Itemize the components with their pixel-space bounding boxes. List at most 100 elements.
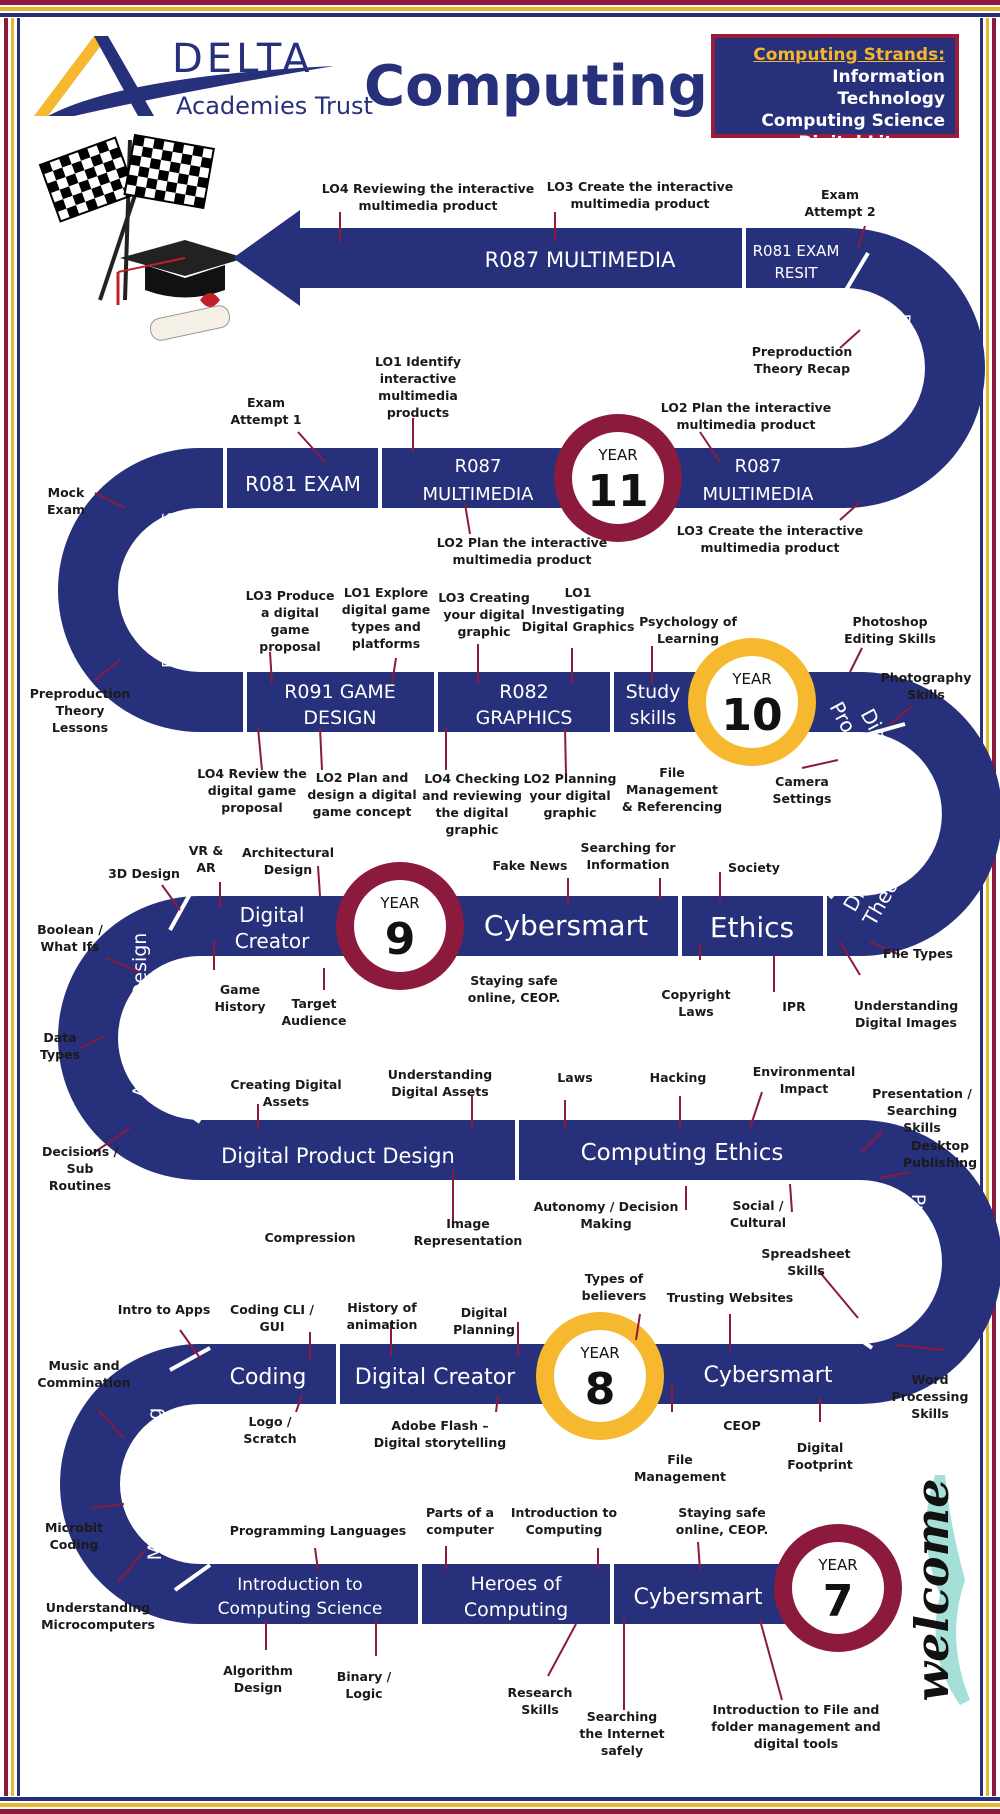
topic-label: Management [626,782,718,797]
topic-label: Mock [48,485,85,500]
topic-label: multimedia product [453,552,592,567]
year-10-badge: YEAR 10 [688,638,816,766]
segment-r087-a: R087 [455,456,502,477]
topic-label: Hacking [650,1070,707,1085]
strand-item: Information Technology [832,67,945,109]
segment-digital-product-design: Digital Product Design [221,1144,455,1168]
topic-label: Compression [264,1230,355,1245]
topic-label: LO3 Create the interactive [547,179,734,194]
frame-top-navy [0,13,1000,17]
topic-label: Digital Graphics [522,619,635,634]
topic-label: LO4 Checking [424,771,520,786]
topic-label: LO2 Planning [523,771,616,786]
topic-label: multimedia product [677,417,816,432]
topic-label: interactive [380,371,457,386]
topic-label: File [659,765,685,780]
topic-label: Digital Assets [391,1084,488,1099]
segment-heroes: Heroes of [471,1573,563,1595]
topic-label: Information [587,857,670,872]
topic-label: LO1 [565,585,592,600]
topic-label: Intro to Apps [118,1302,211,1317]
topic-label: Fake News [493,858,568,873]
topic-label: IPR [782,999,806,1014]
topic-label: Searching [887,1103,958,1118]
topic-label: LO2 Plan the interactive [437,535,608,550]
topic-label: LO1 Explore [344,585,428,600]
topic-label: Desktop [911,1138,969,1153]
segment-r081-exam: R081 EXAM [245,472,361,496]
topic-label: Attempt 2 [804,204,875,219]
topic-label: LO2 Plan the interactive [661,400,832,415]
topic-label: Footprint [787,1457,852,1472]
segment-r081-resit: R081 EXAM [753,242,840,260]
topic-label: Boolean / [37,922,103,937]
topic-label: multimedia product [571,196,710,211]
delta-logo-icon [34,36,334,116]
topic-label: LO4 Review the [197,766,306,781]
topic-label: Understanding [46,1600,150,1615]
year-number: 10 [721,690,782,741]
topic-label: Research [508,1685,573,1700]
segment-computing-ethics: Computing Ethics [581,1140,784,1166]
topic-label: Editing Skills [844,631,936,646]
segment-microcomputing: Microcomputing [144,1408,166,1561]
year-11-badge: YEAR 11 [554,414,682,542]
topic-label: Staying safe [470,973,557,988]
topic-label: LO2 Plan and [316,770,409,785]
topic-label: the digital [436,805,509,820]
segment-digital-creator-8: Digital Creator [355,1365,516,1390]
topic-label: Introduction to [511,1505,618,1520]
topic-label: Cultural [730,1215,786,1230]
segment-r081-revision: REVISION [874,322,893,398]
topic-label: Settings [772,791,831,806]
topic-label: Processing [892,1389,969,1404]
year-8-badge: YEAR 8 [536,1312,664,1440]
segment-r082: R082 [499,681,548,703]
topic-label: Introduction to File and [713,1702,880,1717]
topic-label: LO3 Produce [246,588,335,603]
topic-label: multimedia product [359,198,498,213]
topic-label: Microcomputers [41,1617,155,1632]
topic-label: Skills [903,1120,941,1135]
segment-r082: GRAPHICS [476,707,573,729]
topic-label: Coding [50,1537,99,1552]
topic-label: and reviewing [422,788,522,803]
topic-label: Image [446,1216,490,1231]
segment-study-skills: skills [630,707,677,729]
welcome-text: welcome [905,1479,959,1702]
topic-label: History [214,999,265,1014]
topic-label: Environmental [753,1064,856,1079]
topic-label: digital game [208,783,296,798]
topic-label: Psychology of [639,614,737,629]
topic-label: Attempt 1 [230,412,301,427]
segment-study-skills: Study [626,681,681,703]
topic-label: Exam [247,395,285,410]
topic-label: VR & [189,843,224,858]
topic-label: Autonomy / Decision [534,1199,679,1214]
topic-label: Searching for [580,840,676,855]
topic-label: proposal [221,800,282,815]
segment-heroes: Computing [464,1599,568,1621]
topic-label: History of [347,1300,417,1315]
frame-left-navy [17,18,20,1796]
topic-label: Design [264,862,312,877]
strands-heading: Computing Strands: [753,45,945,65]
segment-cybersmart-8: Cybersmart [704,1363,833,1388]
logo-subtitle: Academies Trust [176,92,373,120]
year-number: 9 [385,914,416,965]
segment-algorithm-design: Algorithm Design [129,933,151,1098]
topic-label: Camera [775,774,829,789]
topic-label: Skills [787,1263,825,1278]
year-7-badge: YEAR 7 [774,1524,902,1652]
topic-label: GUI [259,1319,284,1334]
topic-label: Coding CLI / [230,1302,314,1317]
topic-label: Society [728,860,780,875]
topic-label: your digital [443,607,524,622]
topic-label: Digital storytelling [374,1435,506,1450]
topic-label: products [387,405,449,420]
topic-label: Skills [907,687,945,702]
topic-label: Computing [526,1522,603,1537]
topic-label: multimedia product [701,540,840,555]
segment-r081-revision: R081 EXAM [895,314,914,407]
